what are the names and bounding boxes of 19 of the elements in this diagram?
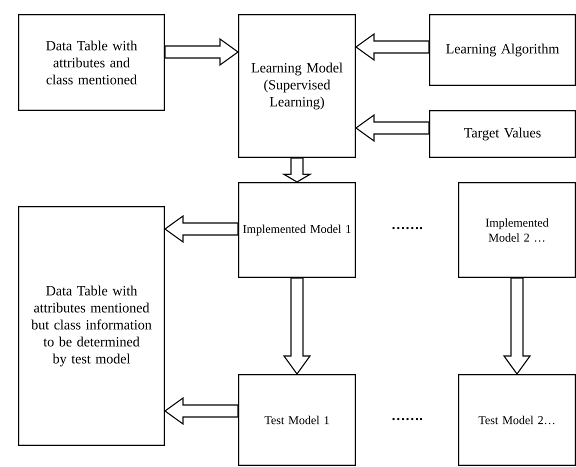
process-box: Test Model 1 [238,374,356,466]
block-arrow [164,214,239,244]
process-box: Test Model 2… [458,374,576,466]
process-box: Data Table with attributes mentioned but class information to be determined by test model [18,206,165,446]
block-arrow [164,396,239,426]
ellipsis: ……. [392,418,422,420]
block-arrow [282,157,312,183]
ellipsis: ……. [392,226,422,230]
block-arrow [502,277,532,376]
block-arrow [164,38,240,66]
block-arrow [282,277,312,376]
process-box: Learning Model (Supervised Learning) [238,14,356,158]
process-box: Target Values [429,110,576,158]
process-box: Learning Algorithm [429,14,576,86]
block-arrow [354,114,430,142]
process-box: Implemented Model 2 … [458,182,576,278]
process-box: Data Table with attributes and class mentioned [18,14,165,111]
process-box: Implemented Model 1 [238,182,356,278]
block-arrow [354,32,430,62]
